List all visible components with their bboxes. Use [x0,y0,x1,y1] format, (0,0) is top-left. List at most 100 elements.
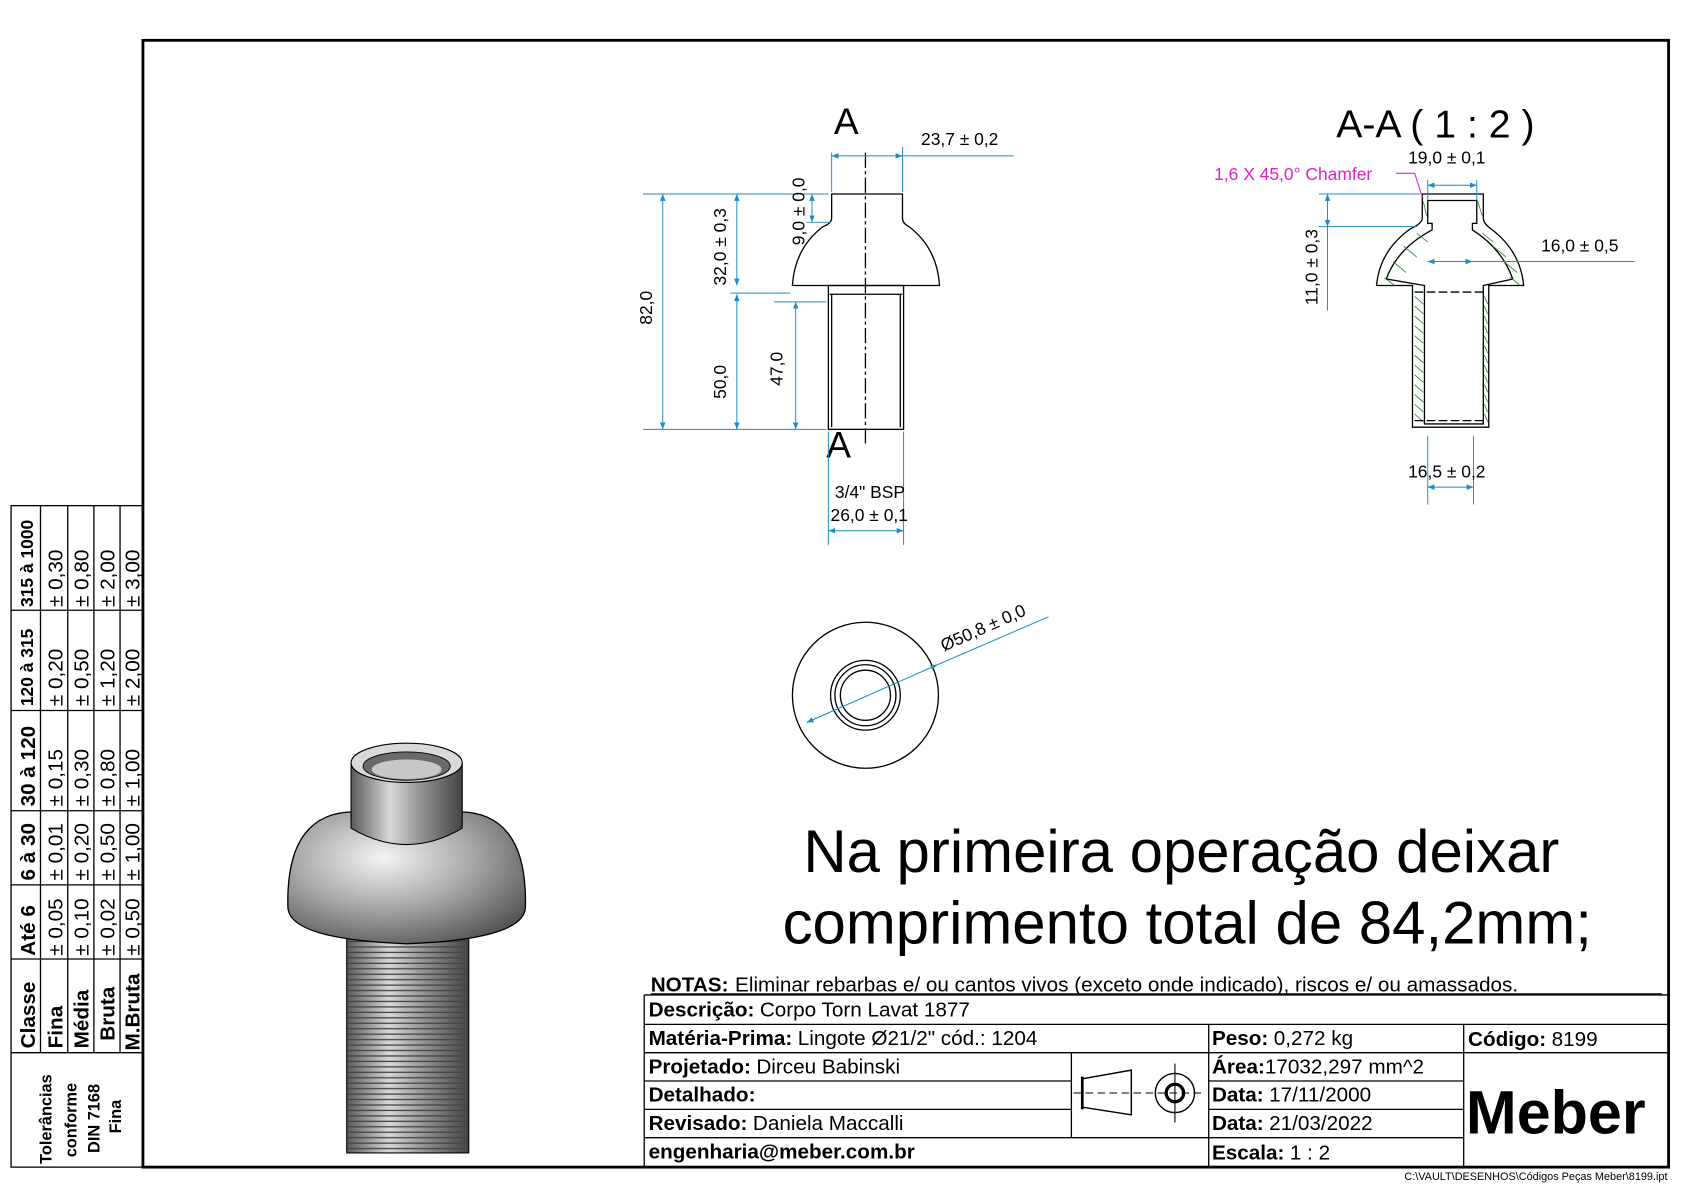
svg-text:Peso:0,272 kg: Peso:0,272 kg [1212,1027,1353,1050]
hatch-line [1484,413,1489,422]
dim-total: 82,0 [636,291,656,325]
hatch-line [1414,325,1424,334]
file-path: C:\VAULT\DESENHOS\Códigos Peças Meber\81… [1404,1171,1667,1183]
tolerance-value: ± 0,05 [44,898,67,955]
hatch-line [1492,245,1507,258]
hatch-line [1484,394,1489,403]
dim-thread-spec: 3/4" BSP [835,482,905,502]
peso-value: 0,272 kg [1274,1027,1353,1050]
svg-text:Data:17/11/2000: Data:17/11/2000 [1212,1084,1371,1107]
title-block: NOTAS: Eliminar rebarbas e/ ou cantos viv… [643,974,1669,1168]
tol-header-classe: Classe [17,982,40,1049]
front-view: A A 23,7 ± 0,2 9,0 ± 0,0 32,0 ± 0,3 82,0… [636,100,1014,545]
tolerance-value: ± 2,00 [97,550,120,607]
tolerance-value: ± 0,30 [44,550,67,607]
hatch-line [1484,364,1489,373]
hatch-line [1484,296,1489,305]
codigo-value: 8199 [1552,1028,1598,1051]
data1-label: Data: [1212,1084,1264,1107]
dim-shank: 50,0 [710,365,730,399]
section-mark-bottom: A [826,424,851,466]
tol-class-media: Média [70,989,93,1048]
hatch-line [1414,315,1424,324]
tol-header: Até 6 [17,905,40,956]
hatch-line [1484,355,1489,364]
svg-text:Projetado:Dirceu Babinski: Projetado:Dirceu Babinski [649,1055,900,1078]
escala-value: 1 : 2 [1290,1141,1330,1164]
tolerance-value: ± 0,30 [70,749,93,806]
descricao-label: Descrição: [649,999,755,1022]
hatch-line [1477,201,1483,216]
svg-text:NOTAS:Eliminar rebarbas e/ ou: NOTAS: Eliminar rebarbas e/ ou cantos viv… [651,974,1518,997]
tol-class-bruta: Bruta [97,986,120,1041]
big-note-line-2: comprimento total de 84,2mm; [783,890,1592,957]
projetado-label: Projetado: [649,1055,751,1078]
svg-text:Data:21/03/2022: Data:21/03/2022 [1212,1112,1373,1135]
tolerance-value: ± 2,00 [122,649,145,706]
email: engenharia@meber.com.br [649,1140,915,1163]
tolerance-value: ± 0,80 [97,749,120,806]
big-note-line-1: Na primeira operação deixar [803,818,1559,885]
hatch-line [1484,315,1489,324]
hatch-line [1414,403,1424,413]
tolerance-value: ± 0,80 [70,550,93,607]
tolerance-value: ± 0,50 [70,649,93,706]
tol-header: 315 à 1000 [17,520,37,607]
tol-class-mbruta: M.Bruta [122,973,145,1050]
tolerance-value: ± 1,20 [97,649,120,706]
hatch-line [1484,325,1489,334]
hatch-line [1383,277,1396,286]
hatch-line [1414,305,1424,315]
hatch-line [1414,374,1424,383]
projetado-value: Dirceu Babinski [756,1055,900,1078]
dim-head-height: 32,0 ± 0,3 [710,208,730,285]
tolerance-value: ± 1,00 [122,749,145,806]
hatch-line [1503,261,1518,273]
svg-text:Área:17032,297 mm^2: Área:17032,297 mm^2 [1212,1055,1424,1078]
hatch-line [1422,201,1428,216]
hatch-line [1484,335,1489,344]
section-mark-top: A [834,100,859,142]
tolerance-value: ± 0,15 [44,749,67,806]
data2-value: 21/03/2022 [1269,1112,1373,1135]
chamfer-note: 1,6 X 45,0° Chamfer [1214,164,1372,184]
dim-outer-diameter: Ø50,8 ± 0,0 [937,600,1028,655]
hatch-line [1509,276,1521,286]
hatch-line [1403,245,1418,258]
notes-text: Eliminar rebarbas e/ ou cantos vivos (ex… [735,974,1518,997]
dim-neck-height: 9,0 ± 0,0 [788,177,808,245]
hatch-line [1414,384,1424,393]
tol-caption: Tolerâncias [37,1074,55,1164]
revisado-value: Daniela Maccalli [753,1112,904,1135]
hatch-line [1414,354,1424,364]
hatch-line [1481,232,1494,243]
dim-bore-top: 19,0 ± 0,1 [1408,147,1485,167]
tol-caption: Fina [107,1099,125,1133]
data2-label: Data: [1212,1112,1264,1135]
tol-class-fina: Fina [44,1005,67,1048]
dim-bottom-bore: 16,5 ± 0,2 [1408,461,1485,481]
hatch-line [1414,394,1424,403]
hatch-line [1414,335,1424,344]
detalhado-label: Detalhado: [649,1084,756,1107]
svg-text:Revisado:Daniela Maccalli: Revisado:Daniela Maccalli [649,1112,904,1135]
tolerance-value: ± 0,10 [70,898,93,955]
hatch-line [1484,345,1489,354]
tolerance-value: ± 0,01 [44,823,67,880]
top-view: Ø50,8 ± 0,0 [791,600,1049,769]
data1-value: 17/11/2000 [1269,1084,1371,1107]
area-value: 17032,297 mm^2 [1265,1055,1424,1078]
hatch-line [1414,296,1424,305]
hatch-line [1484,374,1489,383]
hatch-line [1414,345,1424,354]
tolerance-value: ± 0,20 [44,649,67,706]
hatch-line [1392,261,1407,273]
notes-label: NOTAS: [651,974,729,997]
dim-bore-depth: 11,0 ± 0,3 [1302,229,1322,305]
tol-header: 120 à 315 [17,628,37,706]
hatch-line [1484,404,1489,413]
dim-thread-dia: 26,0 ± 0,1 [831,505,908,525]
hatch-line [1484,384,1489,393]
area-label: Área: [1212,1055,1265,1078]
